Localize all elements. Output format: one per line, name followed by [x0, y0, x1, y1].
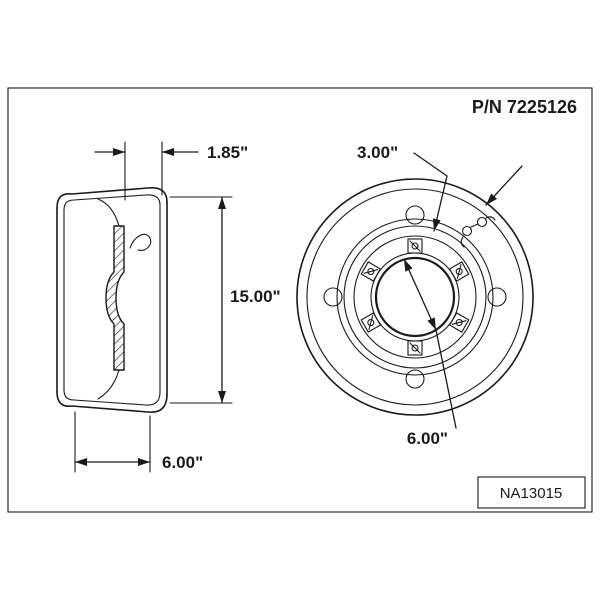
- lug-bolt: [407, 340, 423, 356]
- lug-square: [448, 312, 470, 333]
- rim-lip-circle: [306, 188, 524, 406]
- arrowhead-icon: [432, 218, 441, 231]
- dimension-text-rim-offset: 1.85": [207, 143, 248, 162]
- part-number-label: P/N 7225126: [472, 97, 577, 117]
- lug-stud: [411, 242, 419, 250]
- disc-outer-circle: [336, 218, 494, 376]
- rim-top-outer: [56, 186, 168, 209]
- figure-code-frame: [477, 476, 586, 509]
- hand-hole-top: [405, 205, 425, 225]
- arrowhead-icon: [218, 391, 226, 403]
- arrowhead-icon: [427, 317, 436, 330]
- figure-code-box: NA13015: [477, 476, 586, 509]
- disc-to-rim-top: [97, 198, 120, 227]
- lug-square: [448, 261, 470, 282]
- rim-outer-circle: [296, 178, 534, 416]
- wheel-disc-section: [105, 225, 125, 371]
- lug-square: [407, 340, 423, 356]
- leader-line: [435, 329, 457, 429]
- lug-square: [360, 261, 382, 282]
- disc-inner-circle: [343, 225, 487, 369]
- rim-bottom-inner: [63, 389, 161, 406]
- lug-square: [407, 238, 423, 254]
- rim-top-inner: [63, 194, 161, 211]
- rim-bottom-outer: [56, 391, 168, 413]
- lug-hatch: [409, 342, 421, 354]
- figure-code-label: NA13015: [500, 485, 563, 502]
- lug-hatch: [409, 240, 421, 252]
- lug-bolt: [448, 261, 470, 282]
- valve-stem-front: [460, 216, 496, 248]
- dimension-text-hub-bore: 6.00": [407, 429, 448, 448]
- front-view: [296, 178, 534, 416]
- valve-part: [485, 216, 496, 221]
- lug-bolt: [407, 238, 423, 254]
- dimension-rim-width: 6.00": [74, 411, 203, 473]
- lug-hatch: [456, 264, 462, 279]
- lug-stud: [455, 318, 463, 327]
- arrowhead-icon: [218, 197, 226, 209]
- disc-to-rim-bottom: [97, 369, 120, 400]
- leader-line: [413, 152, 448, 232]
- drawing-border: [7, 87, 593, 513]
- lug-stud: [455, 267, 463, 276]
- dimension-line: [403, 258, 437, 331]
- lug-stud: [367, 267, 375, 276]
- lug-bolt: [448, 312, 470, 333]
- valve-part: [476, 216, 488, 228]
- lug-square: [360, 312, 382, 333]
- side-view: [56, 186, 168, 413]
- lug-stud: [411, 344, 419, 352]
- leader-valve-hole: [485, 165, 523, 206]
- valve-part: [461, 225, 473, 237]
- arrowhead-icon: [75, 458, 87, 466]
- dimension-hub-bore: 6.00": [403, 258, 457, 448]
- hand-hole-bottom: [405, 369, 425, 389]
- hand-hole-left: [323, 287, 343, 307]
- dimension-wheel-diameter: 15.00": [169, 196, 281, 404]
- valve-stem-side: [129, 233, 152, 251]
- lug-ring-inner-circle: [370, 252, 460, 342]
- lug-stud: [367, 318, 375, 327]
- arrowhead-icon: [404, 259, 413, 272]
- dimension-text-rim-width: 6.00": [162, 453, 203, 472]
- lug-bolt: [360, 261, 382, 282]
- hub-bore-circle: [374, 256, 456, 338]
- arrowhead-icon: [113, 148, 125, 156]
- dimension-rim-offset: 1.85": [94, 141, 248, 201]
- lug-ring-outer-circle: [353, 235, 477, 359]
- arrowhead-icon: [138, 458, 150, 466]
- hand-hole-right: [487, 287, 507, 307]
- dimension-bolt-circle: 3.00": [357, 143, 448, 232]
- valve-part: [460, 236, 465, 248]
- lug-bolt: [360, 312, 382, 333]
- arrowhead-icon: [162, 148, 174, 156]
- dimension-text-wheel-diameter: 15.00": [230, 287, 281, 306]
- dimension-text-bolt-circle: 3.00": [357, 143, 398, 162]
- lug-hatch: [451, 320, 467, 325]
- valve-part: [470, 223, 479, 228]
- lug-hatch: [368, 315, 374, 330]
- arrowhead-icon: [486, 193, 498, 205]
- lug-hatch: [363, 269, 379, 274]
